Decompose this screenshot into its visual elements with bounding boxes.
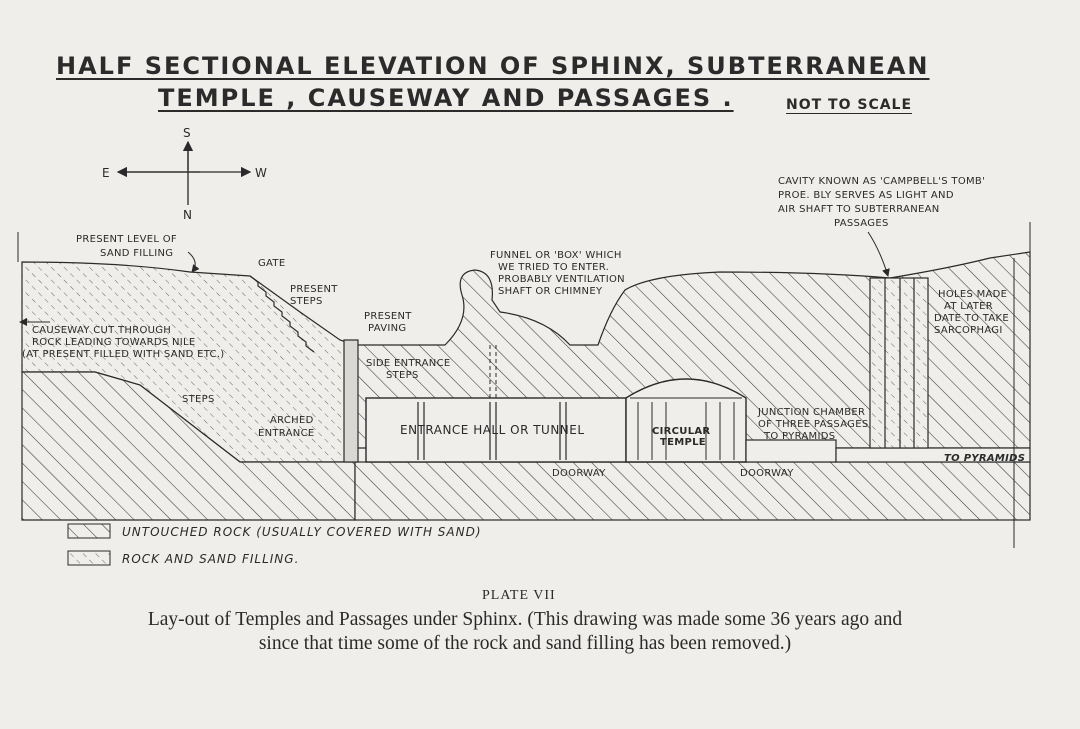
svg-text:PRESENT: PRESENT: [364, 311, 412, 322]
svg-text:PROE. BLY SERVES AS LIGHT AND: PROE. BLY SERVES AS LIGHT AND: [778, 190, 954, 201]
scale-note: NOT TO SCALE: [786, 97, 913, 113]
legend-label-sand: ROCK AND SAND FILLING.: [122, 552, 299, 566]
legend-swatch-sand: [67, 550, 111, 566]
svg-text:PRESENT LEVEL OF: PRESENT LEVEL OF: [76, 234, 177, 245]
label-causeway: CAUSEWAY CUT THROUGH ROCK LEADING TOWARD…: [19, 318, 225, 360]
rock-region-left: [21, 371, 356, 521]
campbells-tomb-shaft: [869, 277, 929, 449]
hall-pillars: [417, 402, 567, 460]
svg-text:CAUSEWAY CUT THROUGH: CAUSEWAY CUT THROUGH: [32, 325, 171, 336]
svg-text:HOLES MADE: HOLES MADE: [938, 289, 1007, 300]
label-to-pyramids: TO PYRAMIDS: [944, 453, 1025, 464]
label-funnel: FUNNEL OR 'BOX' WHICH WE TRIED TO ENTER.…: [490, 250, 625, 297]
svg-text:ROCK LEADING TOWARDS NILE: ROCK LEADING TOWARDS NILE: [32, 337, 195, 348]
svg-text:PAVING: PAVING: [368, 323, 406, 334]
circular-temple-chamber: [625, 378, 747, 463]
label-holes: HOLES MADE AT LATER DATE TO TAKE SARCOPH…: [934, 289, 1009, 336]
label-doorway-left: DOORWAY: [552, 468, 606, 479]
svg-text:WE TRIED TO ENTER.: WE TRIED TO ENTER.: [498, 262, 609, 273]
legend-label-rock: UNTOUCHED ROCK (USUALLY COVERED WITH SAN…: [122, 525, 482, 539]
compass-top-label: S: [183, 126, 191, 140]
svg-text:PRESENT: PRESENT: [290, 284, 338, 295]
svg-text:TEMPLE: TEMPLE: [660, 437, 706, 448]
svg-text:ARCHED: ARCHED: [270, 415, 314, 426]
title-line-1: HALF SECTIONAL ELEVATION OF SPHINX, SUBT…: [56, 52, 930, 80]
plate-label: PLATE VII: [482, 588, 556, 603]
svg-text:OF THREE PASSAGES: OF THREE PASSAGES: [758, 419, 869, 430]
junction-chamber: [745, 439, 837, 463]
svg-text:SHAFT OR CHIMNEY: SHAFT OR CHIMNEY: [498, 286, 603, 297]
label-gate: GATE: [258, 258, 285, 269]
svg-text:(AT PRESENT FILLED WITH SAND E: (AT PRESENT FILLED WITH SAND ETC.): [22, 349, 225, 360]
svg-text:TO PYRAMIDS: TO PYRAMIDS: [763, 431, 835, 442]
compass-right-label: W: [255, 166, 267, 180]
label-steps: STEPS: [182, 394, 215, 405]
compass-left-label: E: [102, 166, 110, 180]
svg-text:ENTRANCE: ENTRANCE: [258, 428, 314, 439]
svg-text:AT LATER: AT LATER: [944, 301, 993, 312]
legend-swatch-rock: [67, 523, 111, 539]
label-present-steps: PRESENT STEPS: [290, 284, 338, 307]
label-present-paving: PRESENT PAVING: [364, 311, 412, 334]
label-doorway-right: DOORWAY: [740, 468, 794, 479]
temple-columns: [630, 397, 742, 460]
passage-to-pyramids: [835, 447, 1031, 463]
rock-region-bottom: [354, 461, 1031, 521]
svg-text:PROBABLY VENTILATION: PROBABLY VENTILATION: [498, 274, 625, 285]
label-present-level: PRESENT LEVEL OF SAND FILLING: [76, 234, 200, 273]
compass-rose: S N E W: [102, 126, 267, 222]
entrance-masonry: [343, 339, 359, 463]
svg-text:SAND FILLING: SAND FILLING: [100, 248, 173, 259]
svg-text:STEPS: STEPS: [290, 296, 323, 307]
svg-text:AIR SHAFT TO SUBTERRANEAN: AIR SHAFT TO SUBTERRANEAN: [778, 204, 940, 215]
compass-bottom-label: N: [183, 208, 192, 222]
title-line-2: TEMPLE , CAUSEWAY AND PASSAGES .: [158, 84, 734, 112]
present-steps-profile: [249, 275, 315, 353]
svg-text:SIDE ENTRANCE: SIDE ENTRANCE: [366, 358, 450, 369]
figure-caption: Lay-out of Temples and Passages under Sp…: [147, 609, 903, 654]
svg-text:STEPS: STEPS: [386, 370, 419, 381]
svg-text:FUNNEL OR 'BOX' WHICH: FUNNEL OR 'BOX' WHICH: [490, 250, 622, 261]
svg-text:CIRCULAR: CIRCULAR: [652, 426, 710, 437]
svg-text:PASSAGES: PASSAGES: [834, 218, 889, 229]
label-junction: JUNCTION CHAMBER OF THREE PASSAGES TO PY…: [757, 407, 869, 442]
label-circular-temple: CIRCULAR TEMPLE: [652, 426, 710, 448]
legend: UNTOUCHED ROCK (USUALLY COVERED WITH SAN…: [67, 523, 482, 566]
label-arched-entrance: ARCHED ENTRANCE: [258, 415, 314, 439]
svg-text:SARCOPHAGI: SARCOPHAGI: [934, 325, 1003, 336]
label-entrance-hall: ENTRANCE HALL OR TUNNEL: [400, 423, 585, 437]
label-side-entrance: SIDE ENTRANCE STEPS: [366, 358, 450, 381]
label-campbell: CAVITY KNOWN AS 'CAMPBELL'S TOMB' PROE. …: [778, 176, 985, 277]
svg-text:CAVITY KNOWN AS 'CAMPBELL'S TO: CAVITY KNOWN AS 'CAMPBELL'S TOMB': [778, 176, 985, 187]
svg-text:JUNCTION CHAMBER: JUNCTION CHAMBER: [757, 407, 865, 418]
svg-text:DATE TO TAKE: DATE TO TAKE: [934, 313, 1009, 324]
